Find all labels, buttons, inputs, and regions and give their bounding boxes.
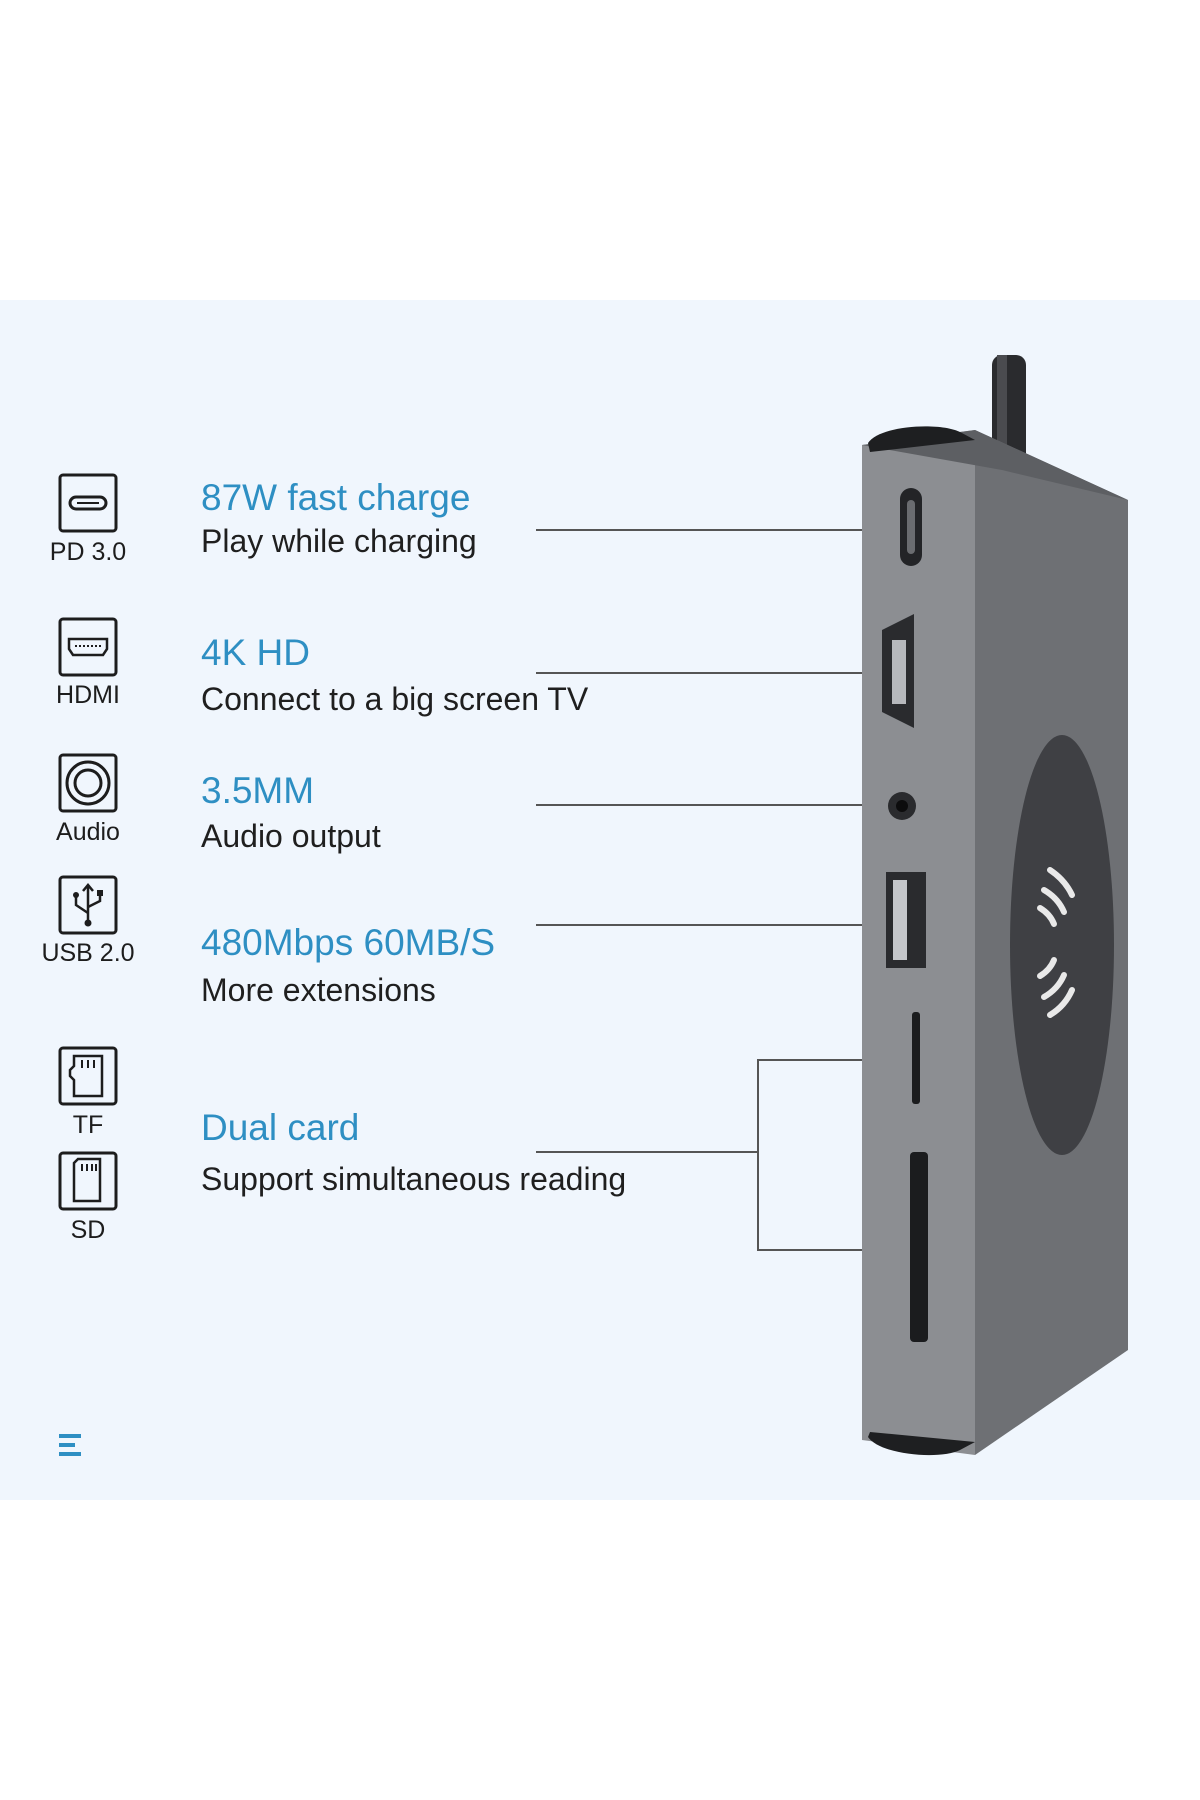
audio-desc: Audio output — [201, 818, 381, 854]
usb-c-port-icon — [58, 473, 118, 533]
usb-title: 480Mbps 60MB/S — [201, 922, 496, 963]
audio-jack-icon — [58, 753, 118, 813]
card-desc: Support simultaneous reading — [201, 1161, 627, 1197]
card-title: Dual card — [201, 1107, 360, 1148]
usb-desc: More extensions — [201, 972, 436, 1008]
pd-label: PD 3.0 — [49, 538, 127, 566]
usb-label: USB 2.0 — [41, 939, 135, 967]
hd-title: 4K HD — [201, 632, 310, 673]
sd-card-icon — [58, 1151, 118, 1211]
hd-desc: Connect to a big screen TV — [201, 681, 589, 717]
hdmi-port-icon — [58, 617, 118, 677]
audio-label: Audio — [56, 818, 120, 846]
audio-title: 3.5MM — [201, 770, 315, 811]
sd-label: SD — [70, 1216, 106, 1244]
tf-label: TF — [72, 1111, 104, 1139]
feature-panel — [0, 300, 1200, 1500]
charge-desc: Play while charging — [201, 523, 477, 559]
tf-card-icon — [58, 1046, 118, 1106]
menu-icon[interactable] — [58, 1432, 84, 1458]
charge-title: 87W fast charge — [201, 477, 471, 518]
hdmi-label: HDMI — [56, 681, 120, 709]
usb-symbol-icon — [58, 875, 118, 935]
